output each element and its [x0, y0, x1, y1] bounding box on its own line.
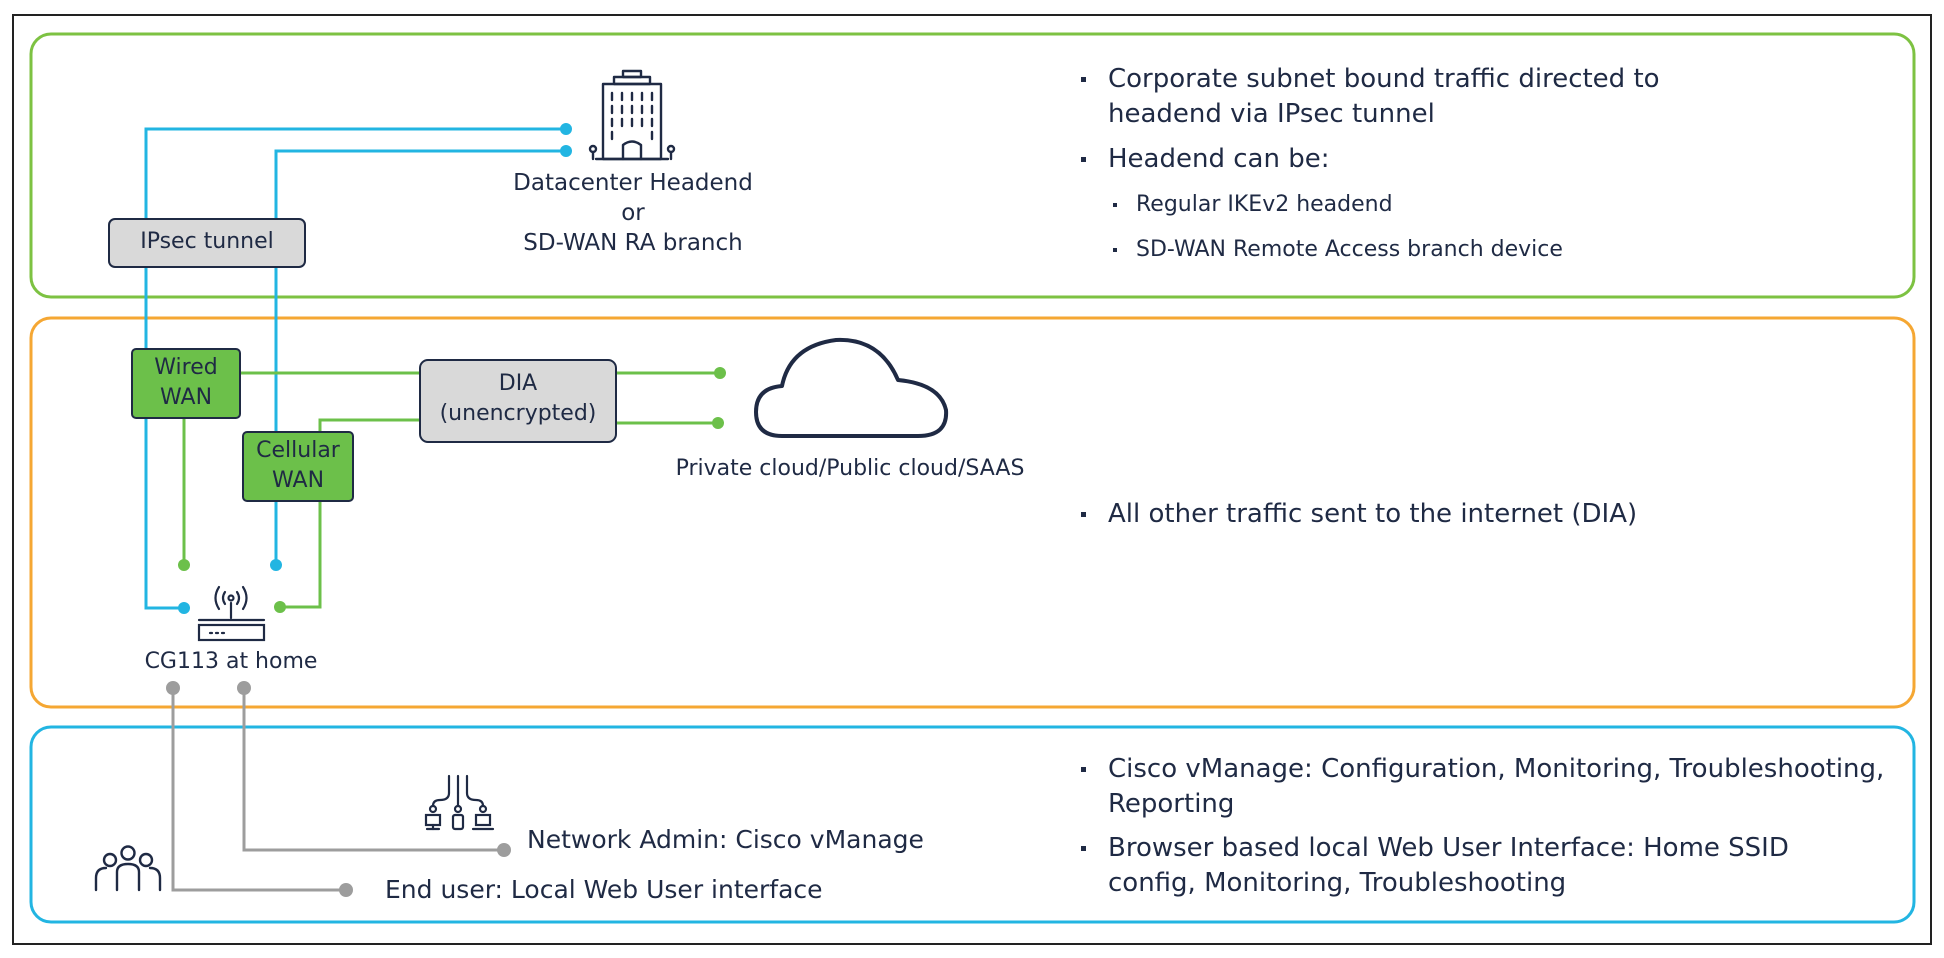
dia-label-line2: (unencrypted) — [439, 401, 597, 426]
router-icon — [197, 585, 266, 642]
datacenter-label-line3: SD-WAN RA branch — [523, 230, 743, 256]
connector-dot — [560, 123, 572, 135]
ipsec-tunnel-box — [108, 218, 306, 268]
datacenter-label-line1: Datacenter Headend — [513, 170, 753, 196]
top-bullet-2a: Regular IKEv2 headend — [1136, 192, 1393, 217]
top-bullet-1-line1: Corporate subnet bound traffic directed … — [1108, 64, 1660, 94]
connector-dot — [497, 843, 511, 857]
connector-dot — [270, 559, 282, 571]
cellular-wan-label-line1: Cellular — [256, 438, 340, 463]
connector-dot — [237, 681, 251, 695]
bottom-bullet-2-line2: config, Monitoring, Troubleshooting — [1108, 868, 1567, 898]
connector-dot — [712, 417, 724, 429]
wired-wan-box — [131, 348, 241, 419]
zone-management — [29, 725, 1916, 924]
connector-dot — [274, 601, 286, 613]
wired-wan-label-line1: Wired — [154, 355, 218, 380]
connector-dot — [339, 883, 353, 897]
zone-corporate — [29, 32, 1916, 299]
cg113-label: CG113 at home — [144, 649, 318, 674]
ipsec-tunnel-label: IPsec tunnel — [140, 229, 274, 254]
bottom-bullet-2-line1: Browser based local Web User Interface: … — [1108, 833, 1789, 863]
cellular-wan-box — [242, 431, 354, 502]
connector-dot — [560, 145, 572, 157]
top-bullet-1-line2: headend via IPsec tunnel — [1108, 99, 1435, 129]
connector-dot — [178, 602, 190, 614]
outer-frame — [12, 14, 1932, 945]
cellular-wan-label-line2: WAN — [271, 468, 325, 493]
connector-dot — [166, 681, 180, 695]
dia-box — [419, 359, 617, 443]
building-windows — [610, 91, 654, 141]
datacenter-label-line2: or — [621, 200, 645, 226]
top-bullet-2b: SD-WAN Remote Access branch device — [1136, 237, 1563, 262]
management-lines — [171, 688, 504, 892]
top-bullet-2: Headend can be: — [1108, 144, 1330, 174]
end-user-label: End user: Local Web User interface — [385, 875, 823, 904]
cloud-label: Private cloud/Public cloud/SAAS — [675, 456, 1025, 481]
network-admin-label: Network Admin: Cisco vManage — [527, 825, 924, 854]
wired-wan-label-line2: WAN — [159, 385, 213, 410]
building-icon — [588, 69, 676, 161]
bullet-markers — [1081, 77, 1117, 851]
dia-lines — [182, 371, 720, 609]
bottom-bullet-1-line2: Reporting — [1108, 789, 1235, 819]
cloud-icon — [754, 337, 949, 438]
connector-dot — [178, 559, 190, 571]
bottom-bullet-1-line1: Cisco vManage: Configuration, Monitoring… — [1108, 754, 1885, 784]
connector-dot — [714, 367, 726, 379]
dia-label-line1: DIA — [498, 371, 538, 396]
zone-internet — [29, 316, 1916, 709]
network-admin-icon — [424, 774, 495, 831]
middle-bullet-1: All other traffic sent to the internet (… — [1108, 499, 1638, 529]
users-icon — [94, 845, 162, 892]
